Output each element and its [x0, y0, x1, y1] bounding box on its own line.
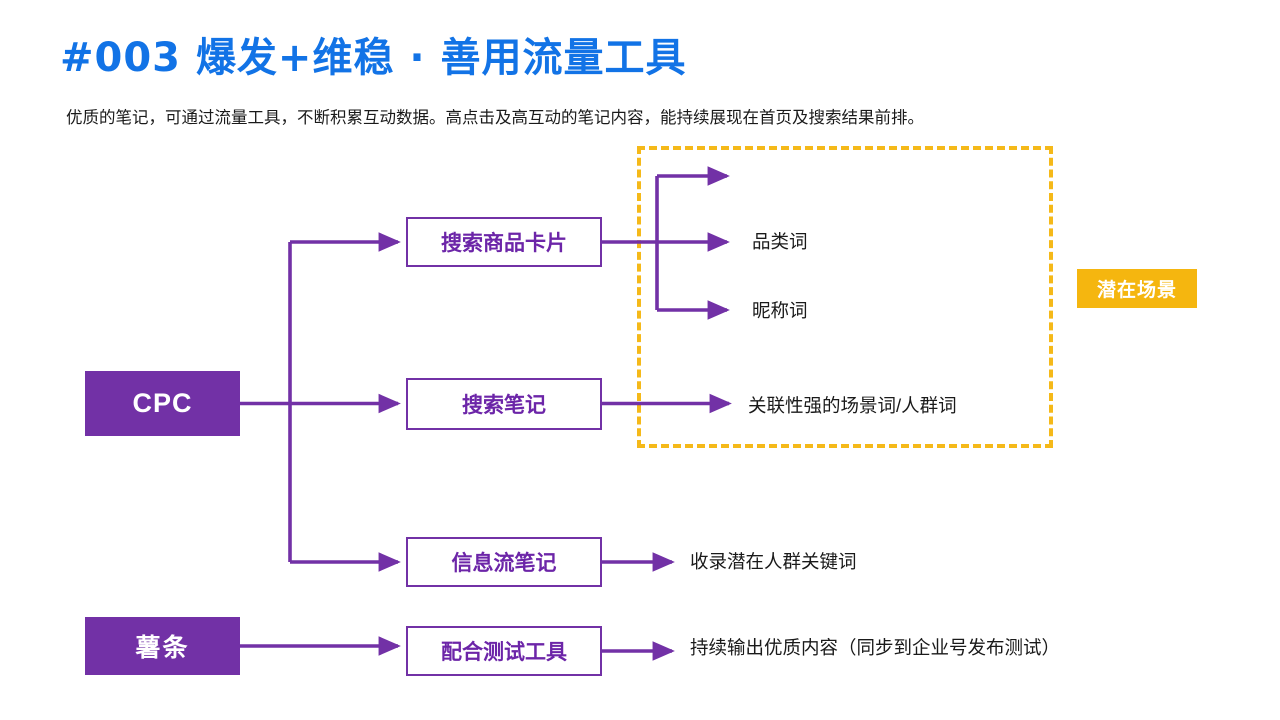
page-title: #003 爆发+维稳 · 善用流量工具 — [60, 35, 687, 81]
dashed-highlight-region — [637, 146, 1053, 448]
node-cpc[interactable]: CPC — [85, 371, 240, 436]
label-category-word: 品类词 — [752, 231, 808, 252]
node-search-note[interactable]: 搜索笔记 — [406, 378, 602, 430]
node-feed-note[interactable]: 信息流笔记 — [406, 537, 602, 587]
label-keyword-collect: 收录潜在人群关键词 — [690, 551, 857, 572]
node-search-card[interactable]: 搜索商品卡片 — [406, 217, 602, 267]
node-shutiao[interactable]: 薯条 — [85, 617, 240, 675]
node-test-tool[interactable]: 配合测试工具 — [406, 626, 602, 676]
label-nickname-word: 昵称词 — [752, 300, 808, 321]
label-quality-output: 持续输出优质内容（同步到企业号发布测试） — [690, 637, 1061, 658]
status-badge-potential-scene: 潜在场景 — [1077, 269, 1197, 308]
page-subtitle: 优质的笔记，可通过流量工具，不断积累互动数据。高点击及高互动的笔记内容，能持续展… — [66, 109, 924, 127]
label-scene-word: 关联性强的场景词/人群词 — [748, 395, 957, 416]
